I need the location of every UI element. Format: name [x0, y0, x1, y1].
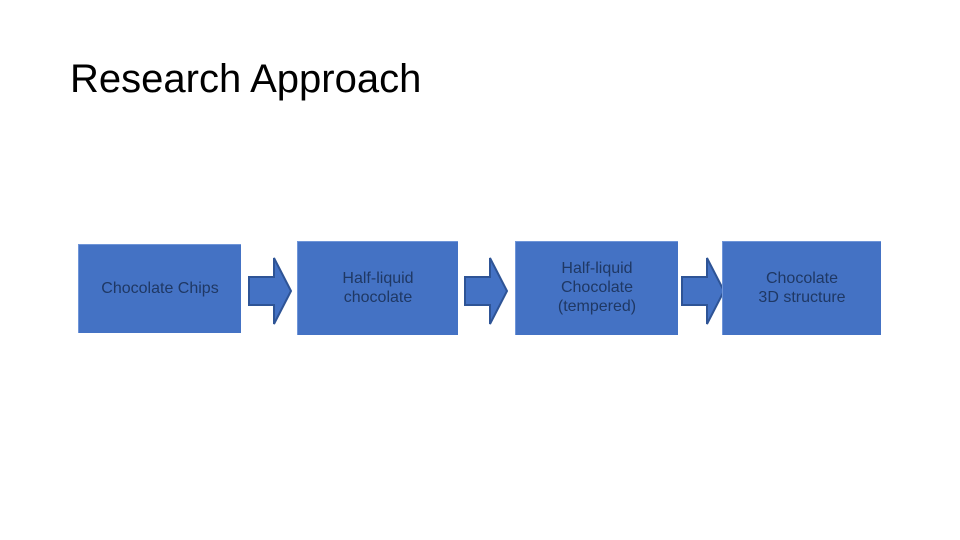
right-arrow-icon	[681, 256, 725, 326]
right-arrow-icon	[248, 256, 292, 326]
flow-box-half-liquid-chocolate-tempered[interactable]: Half-liquid Chocolate (tempered)	[515, 241, 678, 335]
right-arrow-icon	[464, 256, 508, 326]
flow-box-chocolate-3d-structure[interactable]: Chocolate 3D structure	[722, 241, 881, 335]
page-title: Research Approach	[70, 57, 422, 101]
flow-box-label: Half-liquid Chocolate (tempered)	[557, 260, 637, 315]
flow-box-label: Half-liquid chocolate	[342, 269, 414, 306]
flow-box-label: Chocolate 3D structure	[758, 269, 846, 306]
flow-box-label: Chocolate Chips	[101, 279, 219, 297]
flow-box-chocolate-chips[interactable]: Chocolate Chips	[78, 244, 241, 333]
flow-box-half-liquid-chocolate[interactable]: Half-liquid chocolate	[297, 241, 458, 335]
